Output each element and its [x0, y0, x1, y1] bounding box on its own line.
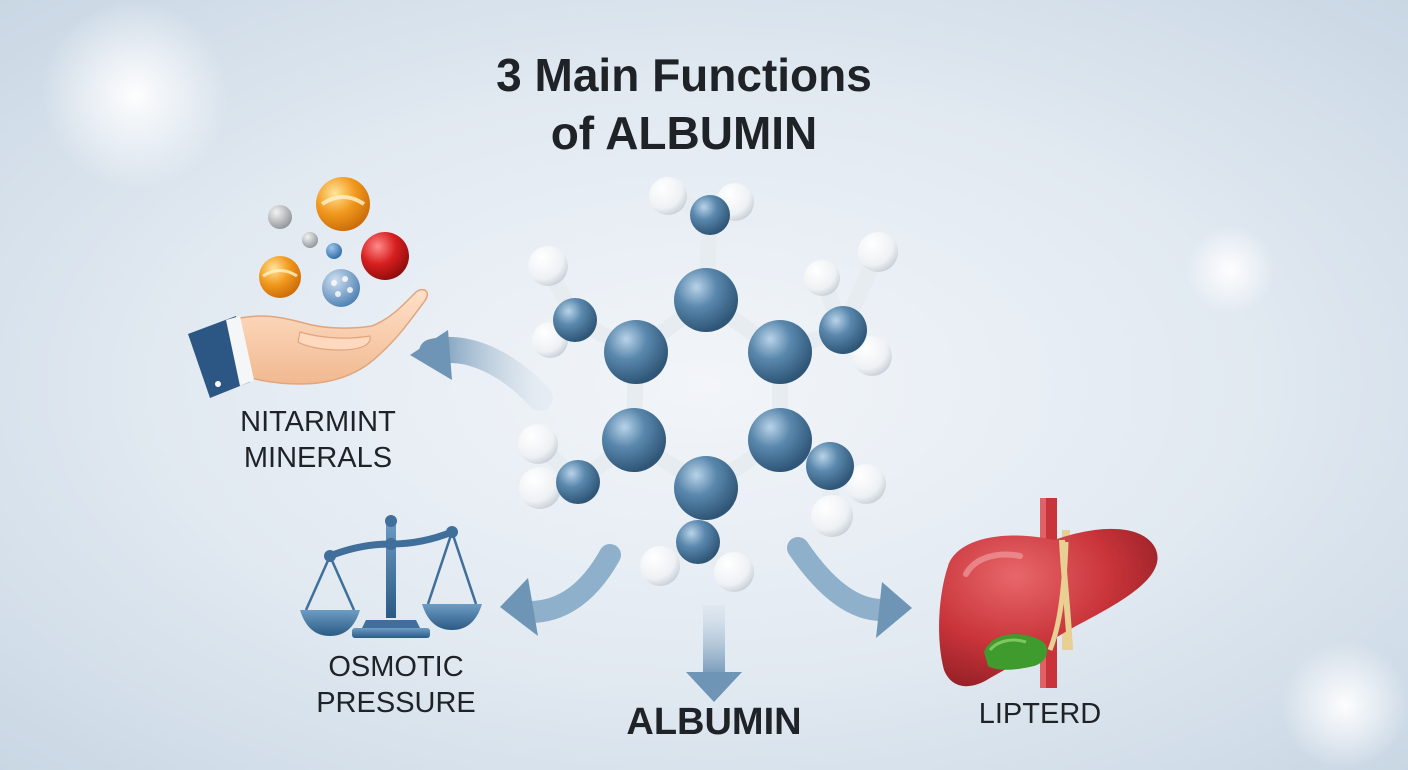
arrow-to-albumin-label — [686, 605, 742, 702]
page-title: 3 Main Functions of ALBUMIN — [404, 46, 964, 162]
lipid-label: LIPTERD — [978, 698, 1102, 730]
minerals-label-line-2: MINERALS — [243, 442, 393, 474]
liver-icon — [939, 498, 1158, 688]
title-line-2: of ALBUMIN — [550, 107, 818, 159]
osmotic-pressure-label-line-1: OSMOTIC — [328, 651, 464, 683]
osmotic-pressure-label-line-2: PRESSURE — [316, 687, 476, 719]
hand-with-balls-icon — [188, 177, 428, 398]
molecule-icon — [518, 177, 898, 592]
balance-scale-icon — [300, 515, 482, 638]
arrow-to-minerals — [410, 330, 553, 411]
title-line-1: 3 Main Functions — [496, 49, 872, 101]
osmotic-pressure-label: OSMOTIC PRESSURE — [298, 649, 494, 721]
minerals-label-line-1: NITARMINT — [240, 406, 396, 438]
minerals-label: NITARMINT MINERALS — [218, 404, 418, 476]
arrow-to-lipid — [787, 537, 912, 638]
arrow-to-osmotic-pressure — [500, 544, 621, 636]
center-albumin-label: ALBUMIN — [626, 701, 802, 743]
